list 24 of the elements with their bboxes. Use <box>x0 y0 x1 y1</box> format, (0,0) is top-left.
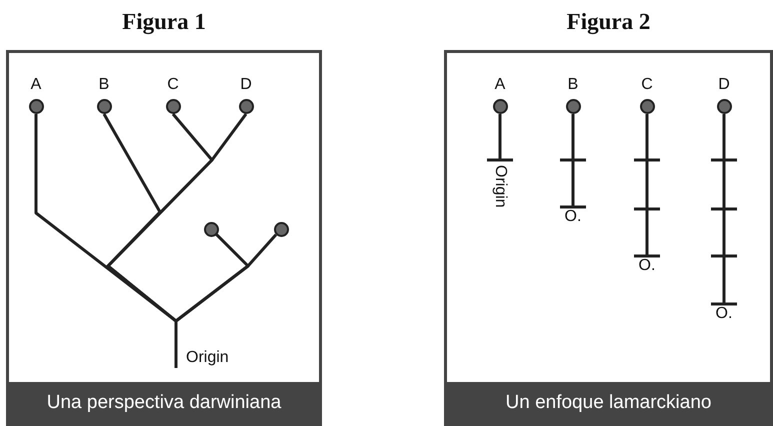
origin-label: O. <box>712 304 736 323</box>
node-label: D <box>717 76 731 94</box>
node-label: C <box>166 76 180 94</box>
node-label: B <box>98 76 110 94</box>
branch-line <box>486 114 514 162</box>
node-label: B <box>566 76 580 94</box>
species-circle <box>274 222 288 236</box>
origin-label: O. <box>561 207 585 226</box>
caption-bar: Una perspectiva darwiniana <box>9 382 319 423</box>
node-label: A <box>30 76 42 94</box>
branch-line <box>710 114 738 306</box>
branch-line <box>174 234 278 368</box>
branch-line <box>558 114 588 208</box>
figure-title: Figura 2 <box>566 9 652 35</box>
figure-title: Figura 1 <box>121 9 207 35</box>
origin-label: O. <box>635 256 659 275</box>
caption-bar: Un enfoque lamarckiano <box>447 382 770 423</box>
origin-label: Origin <box>491 160 509 208</box>
node-label: A <box>494 76 506 94</box>
origin-label: Origin <box>176 346 229 370</box>
branch-line <box>632 114 662 258</box>
node-label: D <box>239 76 253 94</box>
species-circle <box>204 222 218 236</box>
node-label: C <box>640 76 654 94</box>
